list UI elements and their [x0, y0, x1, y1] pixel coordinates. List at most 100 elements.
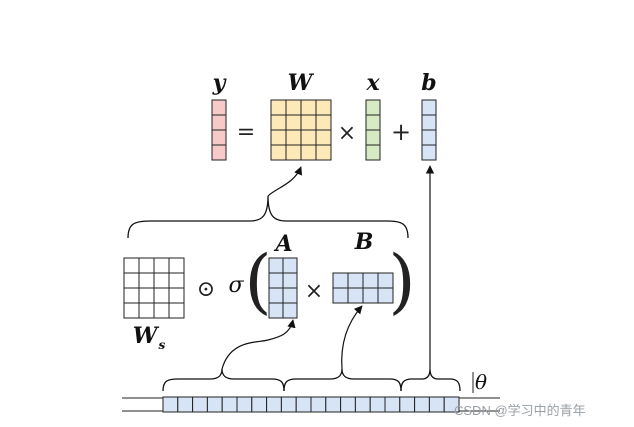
W-matrix-cell — [315, 99, 332, 116]
b-vector-cell — [421, 129, 437, 146]
parameter-vector-cell — [399, 396, 416, 413]
parameter-vector-cell — [206, 396, 223, 413]
B-matrix-cell — [332, 287, 349, 304]
y-label: y — [212, 70, 228, 96]
hadamard-sign: ⊙ — [197, 277, 215, 302]
brace-to-W-arrow — [267, 166, 302, 197]
x-vector-cell — [365, 144, 381, 161]
parameter-vector-cell — [177, 396, 194, 413]
Ws-matrix-cell — [168, 257, 185, 274]
W-matrix-cell — [300, 129, 317, 146]
Ws-matrix-cell — [153, 287, 170, 304]
params-to-B-arrow — [341, 305, 363, 370]
W-matrix-cell — [300, 99, 317, 116]
Ws-matrix-cell — [138, 302, 155, 319]
b-vector-cell — [421, 114, 437, 131]
y-vector-cell — [211, 144, 227, 161]
parameter-vector-cell — [369, 396, 386, 413]
parameter-vector-cell — [428, 396, 445, 413]
W-label: W — [288, 70, 315, 96]
left-paren: ( — [244, 240, 271, 322]
parameter-vector-cell — [325, 396, 342, 413]
A-matrix-cell — [268, 257, 284, 274]
x-vector-cell — [365, 129, 381, 146]
A-matrix-cell — [282, 302, 298, 319]
W-matrix-cell — [285, 144, 302, 161]
parameter-vector-cell — [295, 396, 312, 413]
W-matrix-cell — [315, 144, 332, 161]
watermark: CSDN @学习中的青年 — [454, 403, 586, 418]
parameter-vector-cell — [251, 396, 268, 413]
A-matrix-cell — [268, 302, 284, 319]
parameter-vector-cell — [414, 396, 430, 413]
parameter-vector-cell — [280, 396, 297, 413]
B-matrix-cell — [347, 272, 364, 289]
Ws-matrix — [123, 257, 185, 319]
parameter-vector-cell — [384, 396, 401, 413]
B-label: B — [354, 229, 374, 255]
y-vector-cell — [211, 114, 227, 131]
plus-sign: + — [391, 118, 411, 146]
sigma-symbol: σ — [228, 273, 244, 298]
B-matrix-cell — [377, 287, 394, 304]
params-to-A-arrow — [221, 319, 296, 370]
W-matrix-cell — [270, 99, 287, 116]
Ws-matrix-cell — [168, 287, 185, 304]
Ws-matrix-cell — [123, 302, 140, 319]
equals-sign: = — [237, 120, 255, 145]
y-vector-cell — [211, 99, 227, 116]
Ws-matrix-cell — [153, 257, 170, 274]
Ws-matrix-cell — [123, 257, 140, 274]
A-label: A — [273, 231, 292, 257]
W-matrix-cell — [285, 99, 302, 116]
W-matrix-cell — [285, 114, 302, 131]
brace-A-params — [162, 368, 285, 392]
Ws-matrix-cell — [138, 257, 155, 274]
parameter-vector-cell — [443, 396, 460, 413]
B-matrix-cell — [332, 272, 349, 289]
parameter-vector — [162, 396, 460, 413]
Ws-label-main: W — [133, 323, 160, 349]
W-matrix-cell — [285, 129, 302, 146]
Ws-matrix-cell — [168, 272, 185, 289]
b-vector-cell — [421, 144, 437, 161]
W-matrix-cell — [270, 129, 287, 146]
A-matrix-cell — [282, 272, 298, 289]
theta-symbol: θ — [475, 370, 487, 394]
A-matrix — [268, 257, 298, 319]
parameter-vector-cell — [221, 396, 238, 413]
brace-b-params — [400, 368, 461, 392]
x-vector-cell — [365, 99, 381, 116]
W-matrix — [270, 99, 332, 161]
parameter-vector-cell — [236, 396, 253, 413]
Ws-label-sub: s — [158, 338, 165, 352]
times-sign-top: × — [338, 121, 356, 146]
brace-B-params — [283, 368, 402, 392]
A-matrix-cell — [268, 287, 284, 304]
b-vector-cell — [421, 99, 437, 116]
parameter-vector-cell — [340, 396, 356, 413]
Ws-matrix-cell — [138, 287, 155, 304]
W-matrix-cell — [270, 114, 287, 131]
Ws-label: Ws — [133, 323, 166, 352]
Ws-matrix-cell — [123, 272, 140, 289]
parameter-vector-cell — [310, 396, 327, 413]
x-label: x — [365, 70, 380, 96]
x-vector — [365, 99, 381, 161]
b-label: b — [421, 70, 436, 96]
A-matrix-cell — [268, 272, 284, 289]
W-matrix-cell — [315, 129, 332, 146]
parameter-vector-cell — [354, 396, 371, 413]
W-matrix-cell — [270, 144, 287, 161]
parameter-vector-cell — [162, 396, 179, 413]
x-vector-cell — [365, 114, 381, 131]
B-matrix-cell — [362, 272, 379, 289]
y-vector — [211, 99, 227, 161]
y-vector-cell — [211, 129, 227, 146]
A-matrix-cell — [282, 257, 298, 274]
Ws-matrix-cell — [123, 287, 140, 304]
b-vector — [421, 99, 437, 161]
W-matrix-cell — [300, 144, 317, 161]
